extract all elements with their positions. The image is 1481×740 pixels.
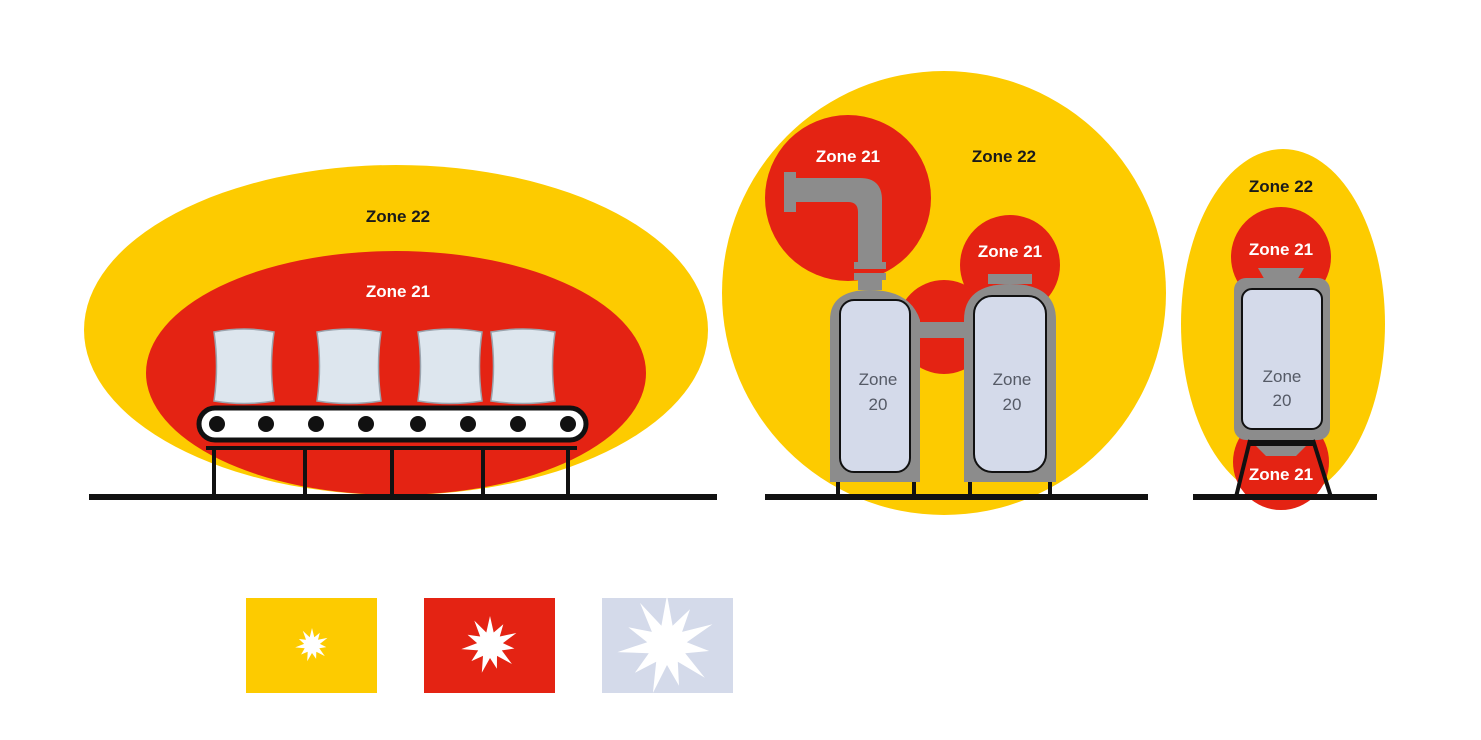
conveyor-belt xyxy=(196,405,589,443)
bag xyxy=(417,328,483,405)
pipe xyxy=(784,172,886,290)
hopper-vessel xyxy=(1234,268,1330,456)
conveyor-frame xyxy=(206,446,577,497)
tank-left xyxy=(830,290,920,497)
hopper-zone21-top-label: Zone 21 xyxy=(1249,240,1313,259)
hopper-scene: Zone 22 Zone 21 Zone 21 Zone 20 xyxy=(1181,149,1385,510)
conveyor-zone22-label: Zone 22 xyxy=(366,207,430,226)
tank-left-label-line1: Zone xyxy=(859,370,898,389)
legend xyxy=(246,595,733,693)
hopper-legs xyxy=(1234,439,1333,498)
small-explosion-icon xyxy=(295,628,328,662)
large-explosion-icon xyxy=(617,595,713,693)
tank-left-label-line2: 20 xyxy=(869,395,888,414)
silo-zone21-top-left-label: Zone 21 xyxy=(816,147,880,166)
hopper-zone22-label: Zone 22 xyxy=(1249,177,1313,196)
bag xyxy=(490,328,556,405)
tank-right xyxy=(964,274,1056,497)
bag xyxy=(316,328,382,405)
ground-line xyxy=(765,494,1148,500)
tank-right-label-line2: 20 xyxy=(1003,395,1022,414)
hopper-tank-label-line1: Zone xyxy=(1263,367,1302,386)
bags xyxy=(213,328,556,405)
tank-right-label-line1: Zone xyxy=(993,370,1032,389)
hopper-zone21-bottom-label: Zone 21 xyxy=(1249,465,1313,484)
ground-line xyxy=(89,494,717,500)
conveyor-scene: Zone 22 Zone 21 xyxy=(84,165,717,500)
ground-line xyxy=(1193,494,1377,500)
hopper-tank-label-line2: 20 xyxy=(1273,391,1292,410)
medium-explosion-icon xyxy=(461,616,517,673)
silo-zone21-right-label: Zone 21 xyxy=(978,242,1042,261)
bag xyxy=(213,328,275,405)
tank-connector-pipe xyxy=(918,322,968,338)
silo-scene: Zone 22 Zone 21 Zone 21 Zone 20 xyxy=(722,71,1166,515)
conveyor-zone21-label: Zone 21 xyxy=(366,282,430,301)
silo-zone22-label: Zone 22 xyxy=(972,147,1036,166)
